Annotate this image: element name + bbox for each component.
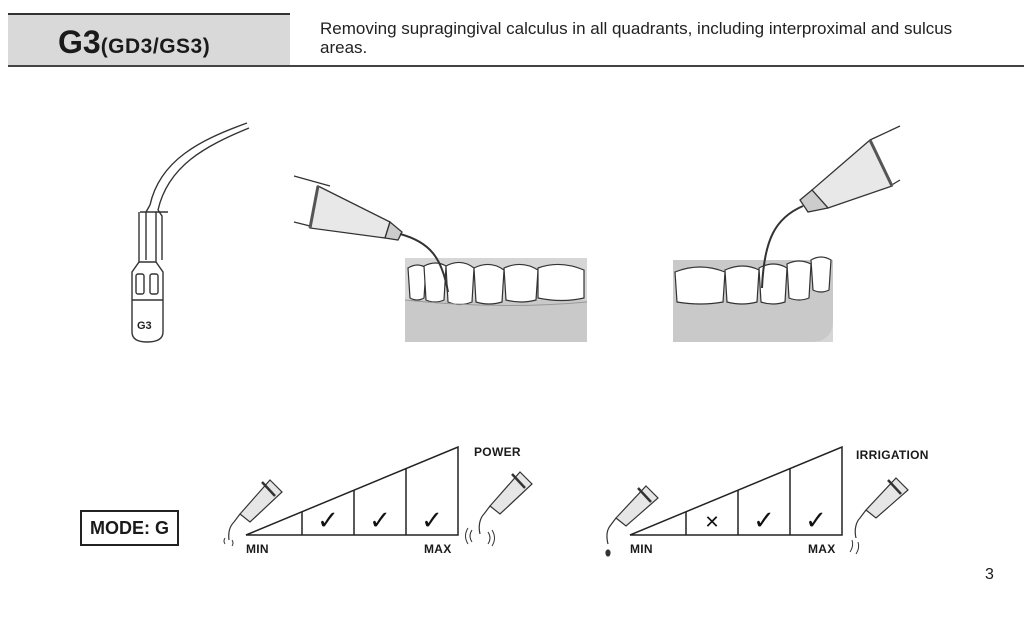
handpiece-left (293, 175, 449, 293)
irrigation-scale: ✕ ✓ ✓ (629, 445, 843, 536)
irrigation-max-label: MAX (808, 542, 836, 556)
power-min-label: MIN (246, 542, 269, 556)
power-level-3-mark: ✓ (421, 506, 443, 536)
handpiece-max-power-icon (465, 471, 533, 547)
tip-label: G3 (137, 320, 152, 332)
header-rule (8, 65, 1024, 67)
power-level-1-mark: ✓ (317, 506, 339, 536)
tip-code-title: G3(GD3/GS3) (58, 24, 210, 61)
power-scale: ✓ ✓ ✓ (245, 445, 459, 536)
tip-code-variants: (GD3/GS3) (100, 35, 211, 58)
irrigation-triangle (629, 445, 843, 536)
irrigation-min-label: MIN (630, 542, 653, 556)
irrigation-scale-title: IRRIGATION (856, 448, 929, 462)
tip-code-main: G3 (58, 24, 101, 60)
scaler-tip-illustration (131, 122, 250, 343)
handpiece-min-power-icon (223, 479, 283, 547)
handpiece-min-irrigation-icon (605, 485, 659, 557)
handpiece-right (761, 125, 901, 289)
mode-indicator: MODE: G (80, 510, 179, 546)
power-level-2-mark: ✓ (369, 506, 391, 536)
jaw-illustration-left (404, 258, 588, 342)
handpiece-max-irrigation-icon (849, 477, 909, 555)
irrigation-level-1-mark: ✕ (704, 512, 719, 533)
jaw-illustration-right (673, 256, 833, 342)
irrigation-level-3-mark: ✓ (805, 506, 827, 536)
tip-description: Removing supragingival calculus in all q… (320, 19, 953, 57)
irrigation-level-2-mark: ✓ (753, 506, 775, 536)
power-scale-title: POWER (474, 445, 521, 459)
page-number: 3 (985, 566, 994, 583)
power-max-label: MAX (424, 542, 452, 556)
header-code-box (8, 13, 290, 65)
power-triangle (245, 445, 459, 536)
